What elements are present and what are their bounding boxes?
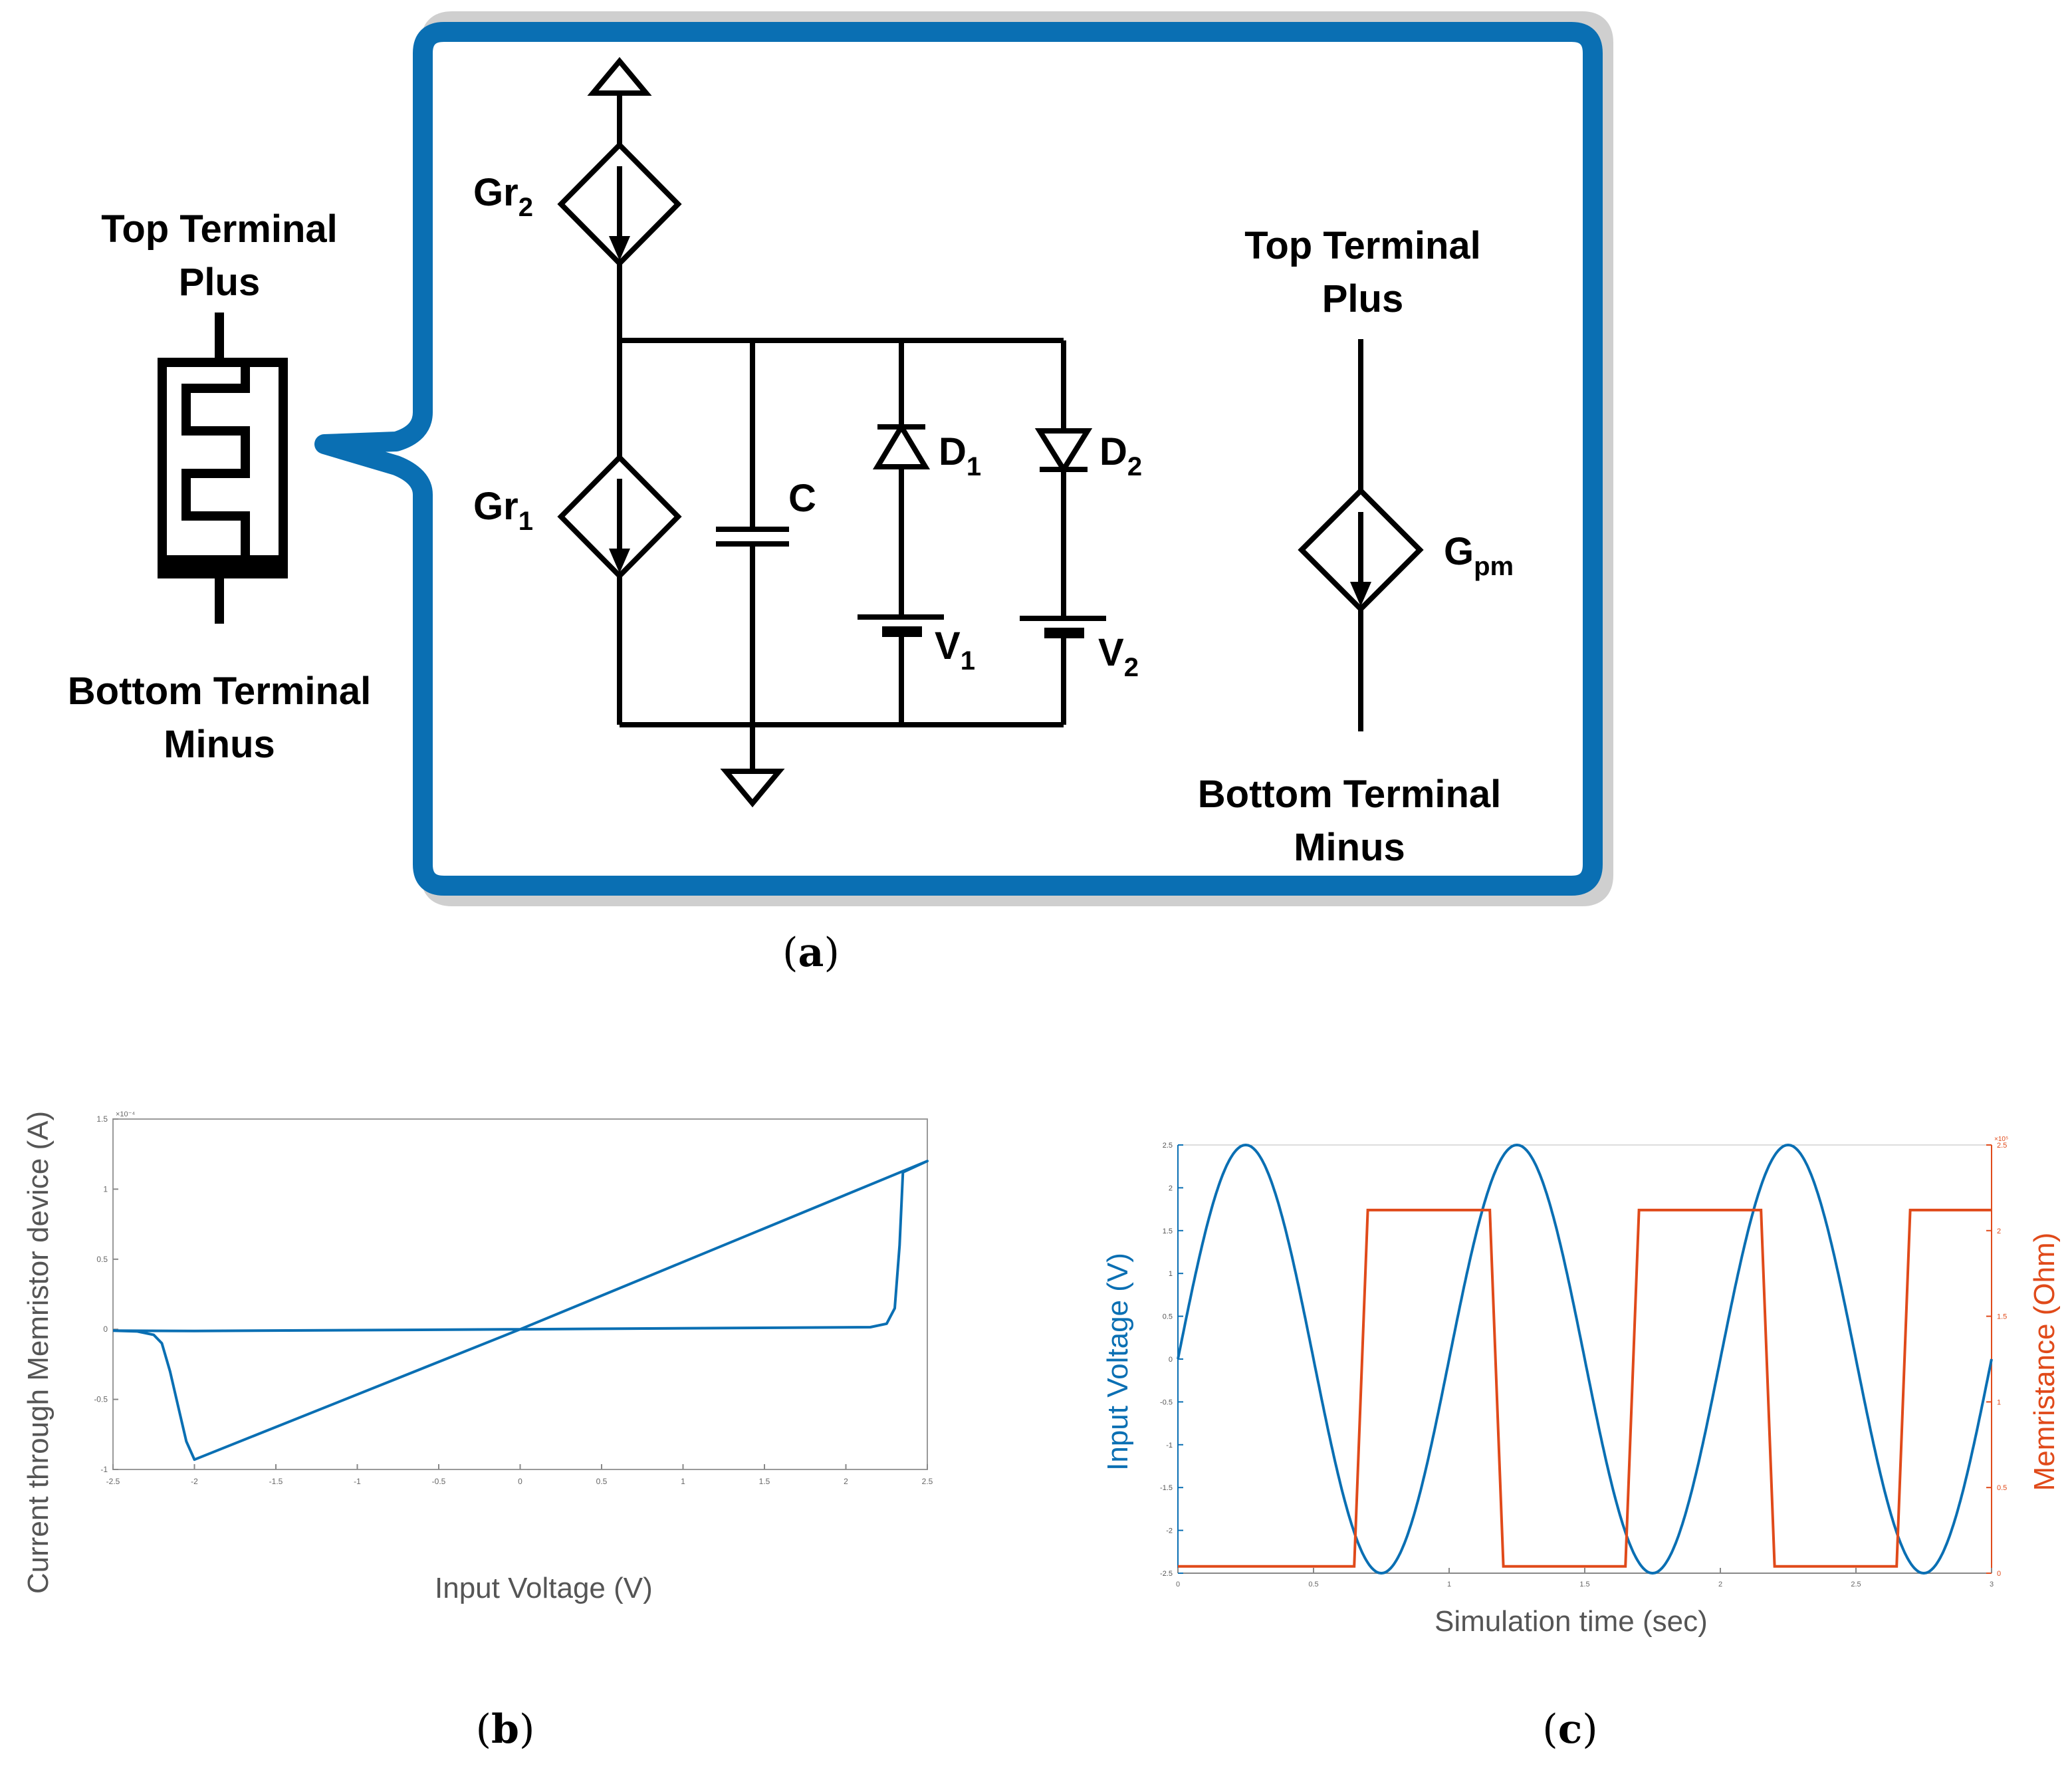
y-left-tick-label: 2.5 [1163, 1142, 1173, 1150]
v2-label: V2 [1098, 631, 1139, 682]
y-left-tick-label: 0 [1169, 1356, 1173, 1364]
y-tick-label: -0.5 [94, 1395, 108, 1404]
y-tick-label: 1.5 [96, 1114, 108, 1124]
v1-label: V1 [935, 624, 975, 676]
panel-c-ylabel-right: Memristance (Ohm) [2028, 1232, 2061, 1491]
equiv-bottom-label: Bottom Terminal Minus [1197, 773, 1502, 869]
panel-a-diagram [158, 11, 1613, 906]
symbol-top-label: Top Terminal Plus [101, 207, 338, 304]
y-right-tick-label: 1.5 [1997, 1313, 2007, 1321]
symbol-bottom-label: Bottom Terminal Minus [67, 670, 372, 766]
gpm-label: Gpm [1444, 530, 1514, 581]
x-tick-label: 2 [844, 1477, 848, 1486]
x-tick-label: 0 [1176, 1580, 1180, 1588]
y-right-scale-note: ×10⁵ [1994, 1136, 2008, 1143]
panel-b-chart: -2.5 -2 -1.5 -1 -0.5 0 0.5 1 1.5 2 2.5 -1 -0.5 0 0.5 1 1… [94, 1110, 933, 1486]
panel-c-xlabel: Simulation time (sec) [1435, 1605, 1708, 1638]
y-right-tick-label: 1 [1997, 1398, 2001, 1406]
y-tick-label: 0.5 [96, 1255, 108, 1264]
y-right-tick-label: 0 [1997, 1570, 2001, 1578]
d2-label: D2 [1099, 430, 1143, 481]
panel-b-caption: (b) [475, 1706, 535, 1753]
y-left-tick-label: -1.5 [1160, 1484, 1173, 1492]
y-left-tick-label: -1 [1166, 1442, 1173, 1450]
y-scale-note: ×10⁻⁴ [116, 1110, 135, 1118]
panel-b-ylabel: Current through Memristor device (A) [22, 1110, 55, 1594]
x-tick-label: -1.5 [269, 1477, 283, 1486]
y-left-tick-label: -2 [1166, 1527, 1173, 1535]
plot-frame [112, 1118, 928, 1470]
y-right-tick-label: 2.5 [1997, 1142, 2007, 1150]
x-tick-label: -0.5 [432, 1477, 446, 1486]
x-tick-label: 1.5 [759, 1477, 770, 1486]
y-left-tick-label: 2 [1169, 1184, 1173, 1192]
y-tick-label: 1 [103, 1184, 108, 1194]
panel-c-ylabel-left: Input Voltage (V) [1101, 1253, 1134, 1471]
panel-a-caption: (a) [782, 930, 840, 976]
memristance-line [1178, 1208, 1992, 1568]
callout-frame [314, 22, 1603, 896]
gpm-equivalent-schematic [1298, 339, 1424, 731]
input-voltage-line [1177, 1143, 1993, 1575]
memristor-symbol [158, 313, 288, 624]
x-tick-label: 3 [1990, 1580, 1994, 1588]
bottom-ground-symbol [720, 769, 785, 808]
y-left-tick-label: 1 [1169, 1270, 1173, 1278]
gr2-label: Gr2 [473, 171, 533, 222]
x-tick-label: -2.5 [106, 1477, 120, 1486]
panel-b-xlabel: Input Voltage (V) [435, 1572, 653, 1604]
circuit-schematic [557, 57, 1106, 808]
x-tick-label: 2.5 [922, 1477, 933, 1486]
x-tick-label: 1 [681, 1477, 685, 1486]
y-tick-label: -1 [100, 1465, 108, 1474]
capacitor-label: C [788, 477, 816, 520]
diode-d2-symbol [1034, 428, 1093, 475]
y-left-tick-label: -2.5 [1160, 1570, 1173, 1578]
x-tick-label: 0.5 [1308, 1580, 1318, 1588]
d1-label: D1 [939, 430, 982, 481]
y-left-tick-label: -0.5 [1160, 1398, 1173, 1406]
x-tick-label: -1 [354, 1477, 361, 1486]
iv-hysteresis-line [112, 1160, 929, 1461]
x-tick-label: 2.5 [1851, 1580, 1861, 1588]
y-right-tick-label: 2 [1997, 1227, 2001, 1235]
y-left-tick-label: 1.5 [1163, 1227, 1173, 1235]
panel-c-caption: (c) [1542, 1706, 1598, 1753]
y-left-tick-label: 0.5 [1163, 1313, 1173, 1321]
x-tick-label: 1 [1447, 1580, 1451, 1588]
y-right-tick-label: 0.5 [1997, 1484, 2007, 1492]
panel-c-chart: 0 0.5 1 1.5 2 2.5 3 -2.5 -2 -1.5 -1 -0.5 0 0.5 1 1.5 2 2.… [1160, 1136, 2008, 1588]
y-tick-label: 0 [103, 1325, 108, 1334]
x-tick-label: 0.5 [596, 1477, 608, 1486]
x-tick-label: 2 [1718, 1580, 1722, 1588]
x-tick-label: 0 [518, 1477, 522, 1486]
x-tick-label: 1.5 [1579, 1580, 1589, 1588]
equiv-top-label: Top Terminal Plus [1244, 224, 1481, 320]
gr1-label: Gr1 [473, 485, 533, 536]
x-tick-label: -2 [191, 1477, 198, 1486]
